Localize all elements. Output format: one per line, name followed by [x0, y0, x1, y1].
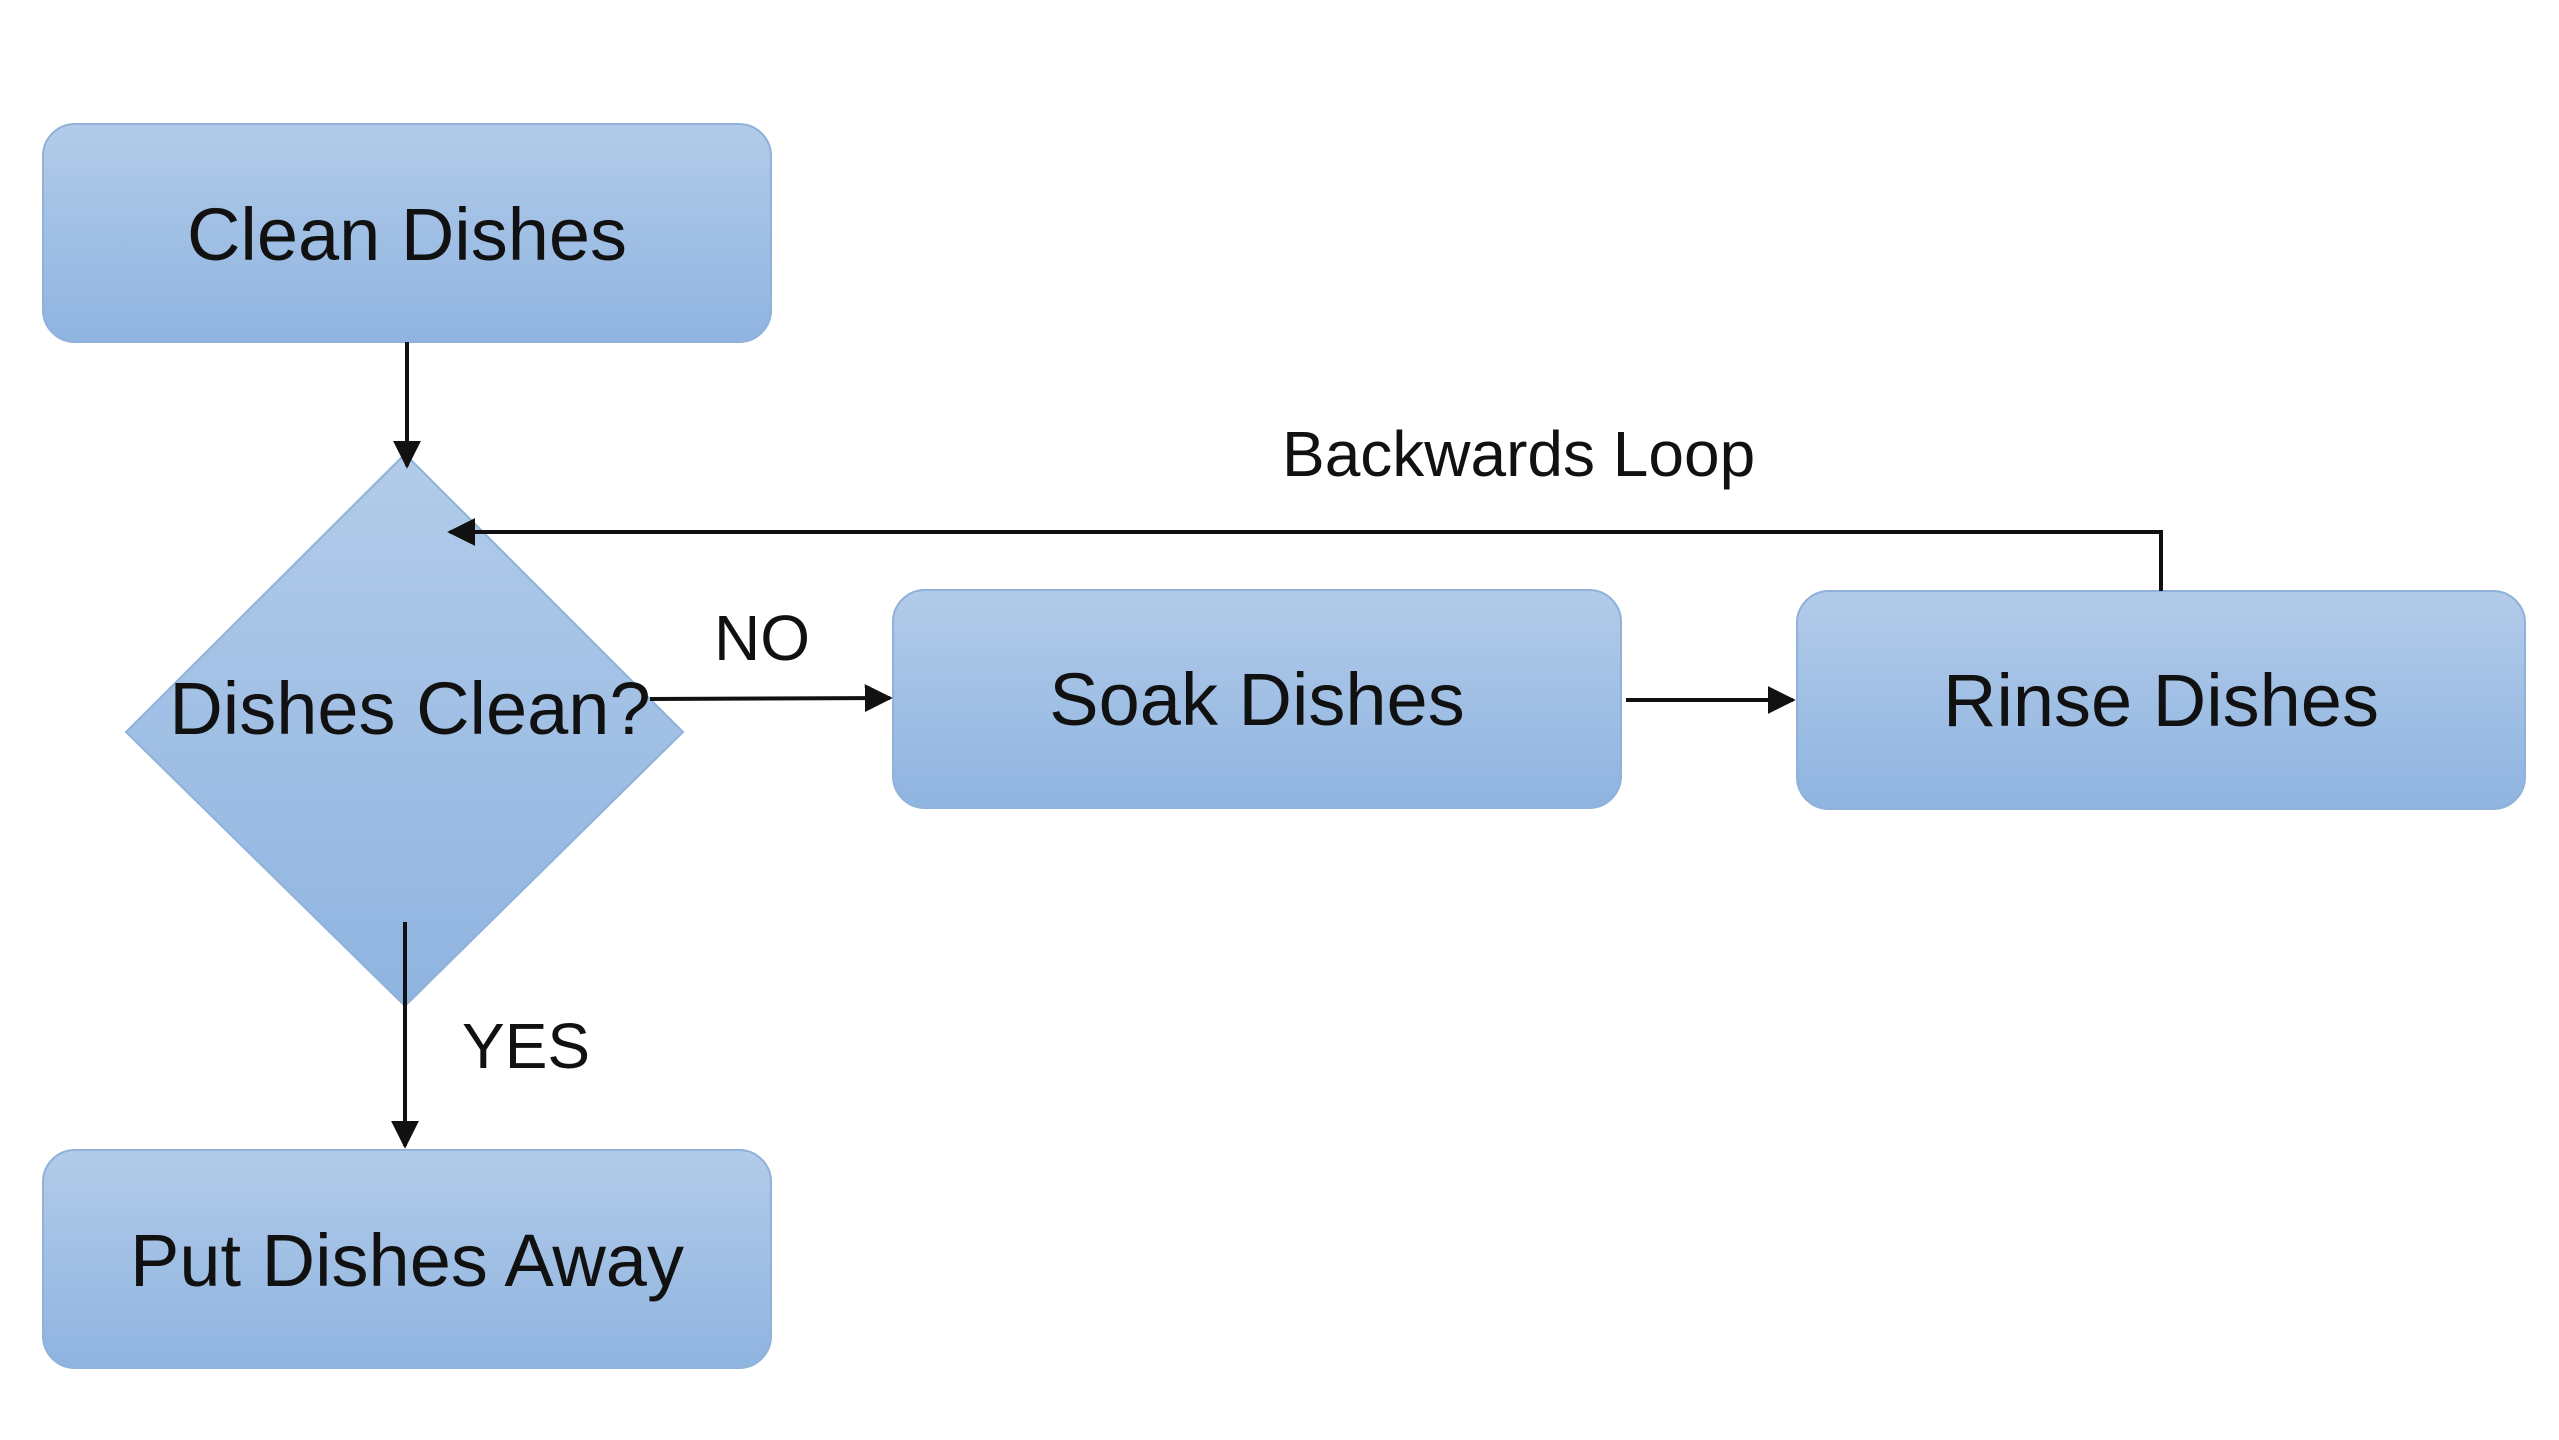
edge-label-yes: YES: [462, 1010, 590, 1082]
node-put-dishes-away: Put Dishes Away: [42, 1149, 772, 1369]
edge-decision-to-soak: [649, 684, 893, 713]
node-soak-dishes: Soak Dishes: [892, 589, 1622, 809]
node-clean-dishes: Clean Dishes: [42, 123, 772, 343]
edge-rinse-to-decision-loop: [447, 518, 2163, 591]
edge-label-no: NO: [714, 602, 810, 674]
node-rinse-dishes: Rinse Dishes: [1796, 590, 2526, 810]
node-put-dishes-away-label: Put Dishes Away: [130, 1219, 684, 1302]
node-soak-dishes-label: Soak Dishes: [1049, 658, 1464, 741]
node-put-dishes-away-box: [42, 1149, 772, 1369]
node-rinse-dishes-label: Rinse Dishes: [1943, 659, 2379, 742]
node-dishes-clean-decision-label: Dishes Clean?: [169, 667, 650, 750]
node-soak-dishes-box: [892, 589, 1622, 809]
node-clean-dishes-label: Clean Dishes: [187, 193, 627, 276]
edge-label-backwards-loop: Backwards Loop: [1282, 418, 1755, 490]
